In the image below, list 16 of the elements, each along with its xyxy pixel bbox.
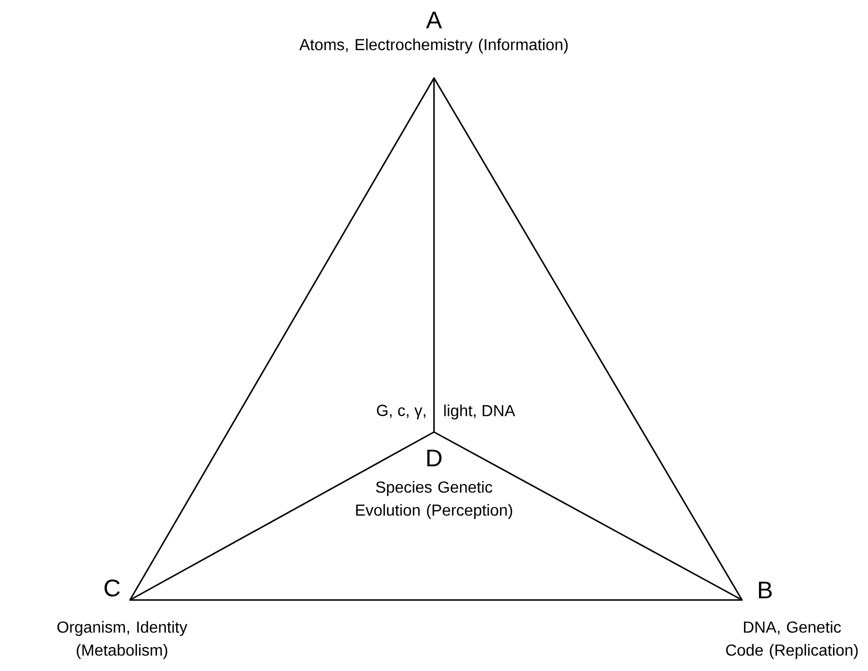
vertex-letter: D — [427, 450, 442, 466]
edge-line — [433, 77, 435, 433]
side-label: light, DNA — [444, 404, 516, 420]
edge-line — [433, 77, 743, 601]
vertex-letter: A — [426, 12, 442, 28]
edge-line — [433, 431, 743, 601]
vertex-label: Organism, Identity (Metabolism) — [57, 621, 188, 659]
vertex-label: Species Genetic Evolution (Perception) — [356, 481, 512, 519]
edge-line — [129, 431, 435, 601]
vertex-letter: B — [758, 582, 772, 598]
edge-line — [129, 77, 435, 601]
vertex-label: DNA, Genetic Code (Replication) — [726, 621, 858, 659]
vertex-letter: C — [104, 580, 120, 596]
side-label: G, c, γ, — [376, 404, 426, 420]
edge-line — [129, 599, 743, 601]
vertex-label: Atoms, Electrochemistry (Information) — [299, 38, 568, 54]
